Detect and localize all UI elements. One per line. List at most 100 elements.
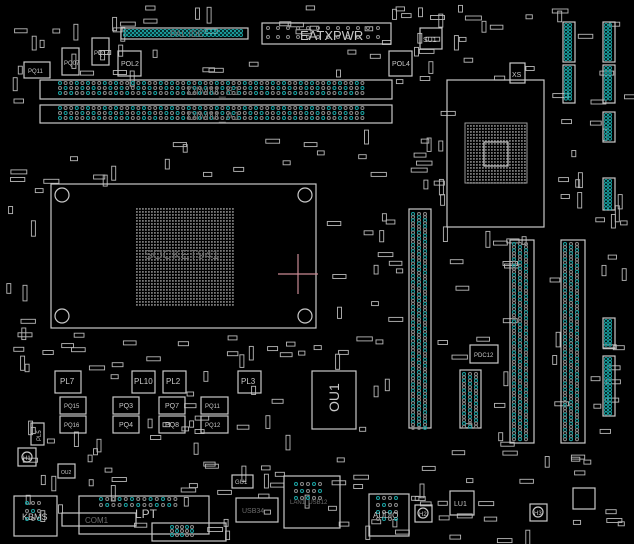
pad (220, 301, 222, 303)
pad (563, 412, 567, 417)
ic-chip[interactable] (572, 487, 596, 510)
pad (160, 262, 162, 264)
northbridge-chip[interactable] (446, 79, 545, 228)
vga-port[interactable] (151, 522, 227, 542)
pad (207, 29, 211, 33)
pad (160, 265, 162, 267)
ide-connector[interactable]: PAL IDE (120, 27, 249, 40)
pad (220, 244, 222, 246)
pad (199, 286, 201, 288)
lu1-chip[interactable]: LU1 (449, 490, 475, 516)
dimm-a1-slot[interactable]: DIMM_A1 (39, 104, 393, 124)
pad (512, 167, 514, 169)
right-header-4[interactable] (562, 64, 576, 104)
pciex16-slot[interactable] (408, 208, 432, 430)
pl5-inductor[interactable]: PL5 (30, 422, 45, 446)
pad (223, 211, 225, 213)
pq7-mosfet[interactable]: PQ7 (158, 396, 186, 415)
pci-slot-2[interactable] (560, 239, 586, 444)
pad (187, 226, 189, 228)
pq11-mosfet[interactable]: PQ11 (200, 396, 229, 415)
pad (254, 106, 258, 110)
right-header-8[interactable] (602, 355, 616, 417)
right-header-3[interactable] (562, 21, 576, 63)
pol2-component[interactable]: POL2 (117, 50, 142, 77)
pad (190, 304, 192, 306)
pq07-top[interactable]: PQ07 (61, 47, 80, 76)
pad (462, 391, 466, 396)
pad (163, 295, 165, 297)
right-header-6[interactable] (602, 177, 616, 211)
pad (417, 385, 421, 390)
right-header-1[interactable] (602, 21, 616, 63)
pad (315, 111, 320, 115)
lpt-port[interactable]: LPT (78, 495, 210, 535)
pad (569, 375, 573, 380)
pl10-inductor[interactable]: PL10 (131, 370, 156, 394)
pci-slot-1[interactable] (509, 239, 535, 444)
pad (169, 244, 171, 246)
pq17-top[interactable]: PQ17 (91, 37, 110, 66)
pad (512, 161, 514, 163)
atx-power-connector[interactable]: EATXPWR (261, 22, 392, 45)
pdc12-component[interactable]: PDC12 (469, 344, 499, 364)
pq11-top[interactable]: PQ11 (23, 61, 51, 79)
pad (148, 304, 150, 306)
pad (462, 398, 466, 403)
pad (491, 140, 493, 142)
pad (226, 250, 228, 252)
pl2-inductor[interactable]: PL2 (162, 370, 187, 394)
cpu-socket[interactable]: SOCKET941 (50, 183, 317, 329)
pad (181, 292, 183, 294)
pad (417, 261, 421, 266)
smd-part (180, 487, 197, 493)
pad (178, 214, 180, 216)
pad (521, 158, 523, 160)
right-header-5[interactable] (602, 111, 616, 143)
usb34-port[interactable]: USB34 (235, 497, 279, 523)
pad (151, 33, 155, 37)
pad (136, 277, 138, 279)
header-block[interactable] (459, 369, 482, 429)
pq8-mosfet[interactable]: PQ8 (158, 415, 186, 434)
pad (175, 33, 179, 37)
kbms-port[interactable]: KBMS (13, 495, 58, 537)
pl3-inductor[interactable]: PL3 (237, 370, 262, 394)
pq12-mosfet[interactable]: PQ12 (200, 415, 229, 434)
pq15-mosfet[interactable]: PQ15 (59, 396, 87, 415)
right-header-2[interactable] (602, 64, 616, 104)
pad (563, 294, 567, 299)
pad (154, 208, 156, 210)
pad (575, 294, 579, 299)
pq16-mosfet[interactable]: PQ16 (59, 415, 87, 434)
xs-component[interactable]: XS (509, 62, 526, 84)
right-header-7[interactable] (602, 317, 616, 349)
pad (497, 134, 499, 136)
audio-port[interactable]: AUDIO (368, 493, 410, 537)
ou1-chip[interactable]: OU1 (311, 370, 357, 430)
gu1-chip[interactable]: GU1 (231, 474, 254, 489)
pad (563, 372, 567, 377)
pad (575, 313, 579, 318)
pl7-inductor[interactable]: PL7 (54, 370, 82, 394)
smd-part (104, 467, 113, 473)
smd-part (12, 77, 18, 92)
pq3-mosfet[interactable]: PQ3 (112, 396, 140, 415)
pad (136, 214, 138, 216)
pad (506, 152, 508, 154)
com1-port[interactable]: COM1 (61, 512, 137, 527)
pad (139, 33, 143, 37)
lan-usb-port[interactable]: LAN1_USB12 (283, 475, 341, 529)
pad (184, 301, 186, 303)
dimm-b1-slot[interactable]: DIMM_B1 (39, 79, 393, 100)
pad (608, 116, 612, 121)
su1-component[interactable]: SU1 (419, 27, 443, 50)
pad (196, 229, 198, 231)
pad (157, 247, 159, 249)
ou2-chip[interactable]: OU2 (57, 463, 76, 479)
smd-part (309, 25, 319, 31)
pol4-component[interactable]: POL4 (388, 50, 413, 77)
pq4-mosfet[interactable]: PQ4 (112, 415, 140, 434)
